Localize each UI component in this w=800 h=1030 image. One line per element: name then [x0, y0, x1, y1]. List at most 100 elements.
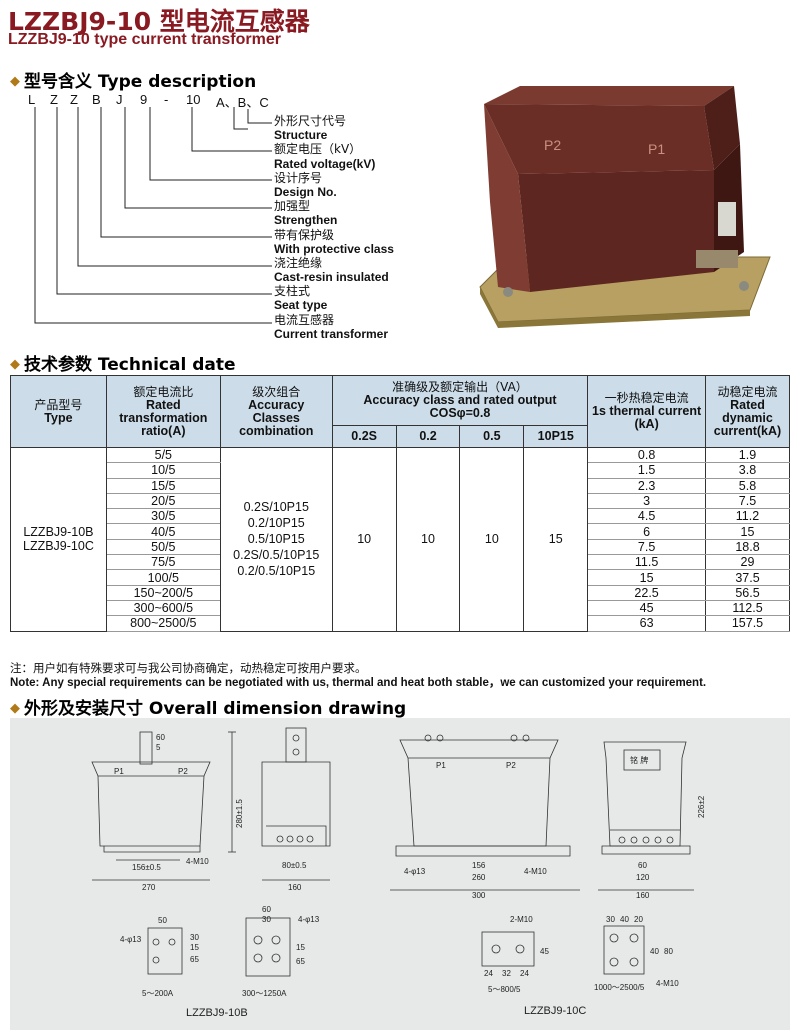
b-t2-30: 30 — [262, 915, 271, 924]
c-caption: LZZBJ9-10C — [524, 1005, 586, 1017]
c-t2-40b: 40 — [650, 947, 659, 956]
label-cn: 浇注绝缘 — [274, 255, 323, 270]
c-t2-m10: 4-M10 — [656, 979, 679, 988]
dynamic-cell: 15 — [704, 523, 791, 540]
type-code-bracket-lines — [34, 107, 272, 324]
b-t2-15: 15 — [296, 943, 305, 952]
mounting-base-edge — [480, 287, 750, 328]
ratio-cell: 100/5 — [105, 569, 221, 586]
b-dim-270: 270 — [142, 883, 156, 892]
b-dim-height: 280±1.5 — [235, 799, 244, 828]
thermal-cell: 3 — [587, 493, 706, 510]
ratio-cell: 150~200/5 — [105, 585, 221, 601]
type-code: L Z Z B J 9 - 10 A、B、C — [28, 92, 276, 111]
ratio-cell: 5/5 — [105, 447, 221, 464]
c-dim-300: 300 — [472, 891, 486, 900]
lower-front-face — [518, 170, 714, 292]
upper-front-face — [484, 104, 714, 174]
c-t1-45: 45 — [540, 947, 549, 956]
b-terminal-detail-2 — [245, 917, 291, 977]
code-char: 10 — [186, 92, 201, 107]
thermal-cell: 7.5 — [587, 539, 706, 556]
thermal-cell: 11.5 — [587, 554, 706, 571]
c-t2-20: 20 — [634, 915, 643, 924]
c-nameplate — [623, 749, 661, 771]
product-photo: P2 P1 — [479, 86, 771, 328]
c-t2-80: 80 — [664, 947, 673, 956]
code-char: L — [28, 92, 36, 107]
label-en: Structure — [274, 128, 328, 143]
label-en: Seat type — [274, 298, 328, 313]
c-t2-range: 1000～2500/5 — [594, 983, 645, 992]
nameplate — [718, 202, 736, 236]
output-10p15-cell: 15 — [523, 447, 589, 632]
b-t1-15: 15 — [190, 943, 199, 952]
c-t1-24a: 24 — [484, 969, 493, 978]
label-cn: 设计序号 — [274, 170, 323, 185]
diamond-icon: ◆ — [10, 357, 20, 372]
page-title-en: LZZBJ9-10 type current transformer — [8, 31, 281, 48]
note-cn: 注：用户如有特殊要求可与我公司协商确定，动热稳定可按用户要求。 — [10, 661, 367, 675]
b-dim-5: 5 — [156, 743, 161, 752]
diamond-icon: ◆ — [10, 701, 20, 716]
bolt — [503, 287, 513, 297]
dynamic-cell: 29 — [704, 554, 791, 571]
output-0.2s-cell: 10 — [331, 447, 397, 632]
label-cn: 带有保护级 — [274, 227, 335, 242]
b-front-outline — [91, 761, 211, 847]
top-face — [484, 86, 734, 106]
b-t2-65: 65 — [296, 957, 305, 966]
ratio-cell: 50/5 — [105, 539, 221, 556]
upper-side-face — [704, 86, 740, 170]
dynamic-cell: 56.5 — [704, 585, 791, 601]
b-primary-terminal — [139, 731, 153, 765]
b-t1-30: 30 — [190, 933, 199, 942]
c-t2-30: 30 — [606, 915, 615, 924]
ratio-cell: 800~2500/5 — [105, 615, 221, 632]
page-title-cn: LZZBJ9-10 型电流互感器 — [8, 7, 310, 36]
c-dim-260: 260 — [472, 873, 486, 882]
thermal-cell: 15 — [587, 569, 706, 586]
c-t1-32: 32 — [502, 969, 511, 978]
code-char: Z — [70, 92, 78, 107]
ratio-cell: 10/5 — [105, 462, 221, 479]
c-dim-m10: 4-M10 — [524, 867, 547, 876]
type-description-labels: 外形尺寸代号 Structure 额定电压（kV） Rated voltage(… — [274, 114, 394, 341]
header-0.2s: 0.2S — [331, 425, 397, 448]
c-terminal-detail-1 — [481, 931, 535, 967]
c-hole: 4-φ13 — [404, 867, 426, 876]
b-t2-hole: 4-φ13 — [298, 915, 320, 924]
code-char: J — [116, 92, 123, 107]
label-en: Rated voltage(kV) — [274, 156, 376, 171]
bolt — [739, 281, 749, 291]
c-p2-label: P2 — [506, 761, 516, 770]
c-p1-label: P1 — [436, 761, 446, 770]
c-dim-156: 156 — [472, 861, 486, 870]
label-cn: 支柱式 — [274, 284, 311, 299]
thermal-cell: 6 — [587, 523, 706, 540]
drawing-heading: ◆外形及安装尺寸 Overall dimension drawing — [10, 699, 407, 719]
c-t1-m10: 2-M10 — [510, 915, 533, 924]
b-dim-80: 80±0.5 — [282, 861, 307, 870]
type-description-heading: ◆型号含义 Type description — [10, 72, 257, 92]
thermal-cell: 45 — [587, 600, 706, 617]
terminal-p1-label: P1 — [648, 141, 665, 157]
dimension-drawing: 60 5 P1 P2 280±1.5 156±0.5 4-M10 270 80±… — [91, 727, 706, 1019]
dynamic-cell: 5.8 — [704, 478, 791, 494]
dynamic-cell: 3.8 — [704, 462, 791, 479]
label-en: With protective class — [274, 241, 394, 256]
b-dim-60: 60 — [156, 733, 165, 742]
b-t2-60: 60 — [262, 905, 271, 914]
c-dim-120: 120 — [636, 873, 650, 882]
b-dim-156: 156±0.5 — [132, 863, 161, 872]
label-cn: 加强型 — [274, 199, 311, 214]
label-cn: 额定电压（kV） — [274, 142, 362, 157]
b-dim-160: 160 — [288, 883, 302, 892]
header-0.2: 0.2 — [395, 425, 461, 448]
dynamic-cell: 112.5 — [704, 600, 791, 617]
dynamic-cell: 18.8 — [704, 539, 791, 556]
